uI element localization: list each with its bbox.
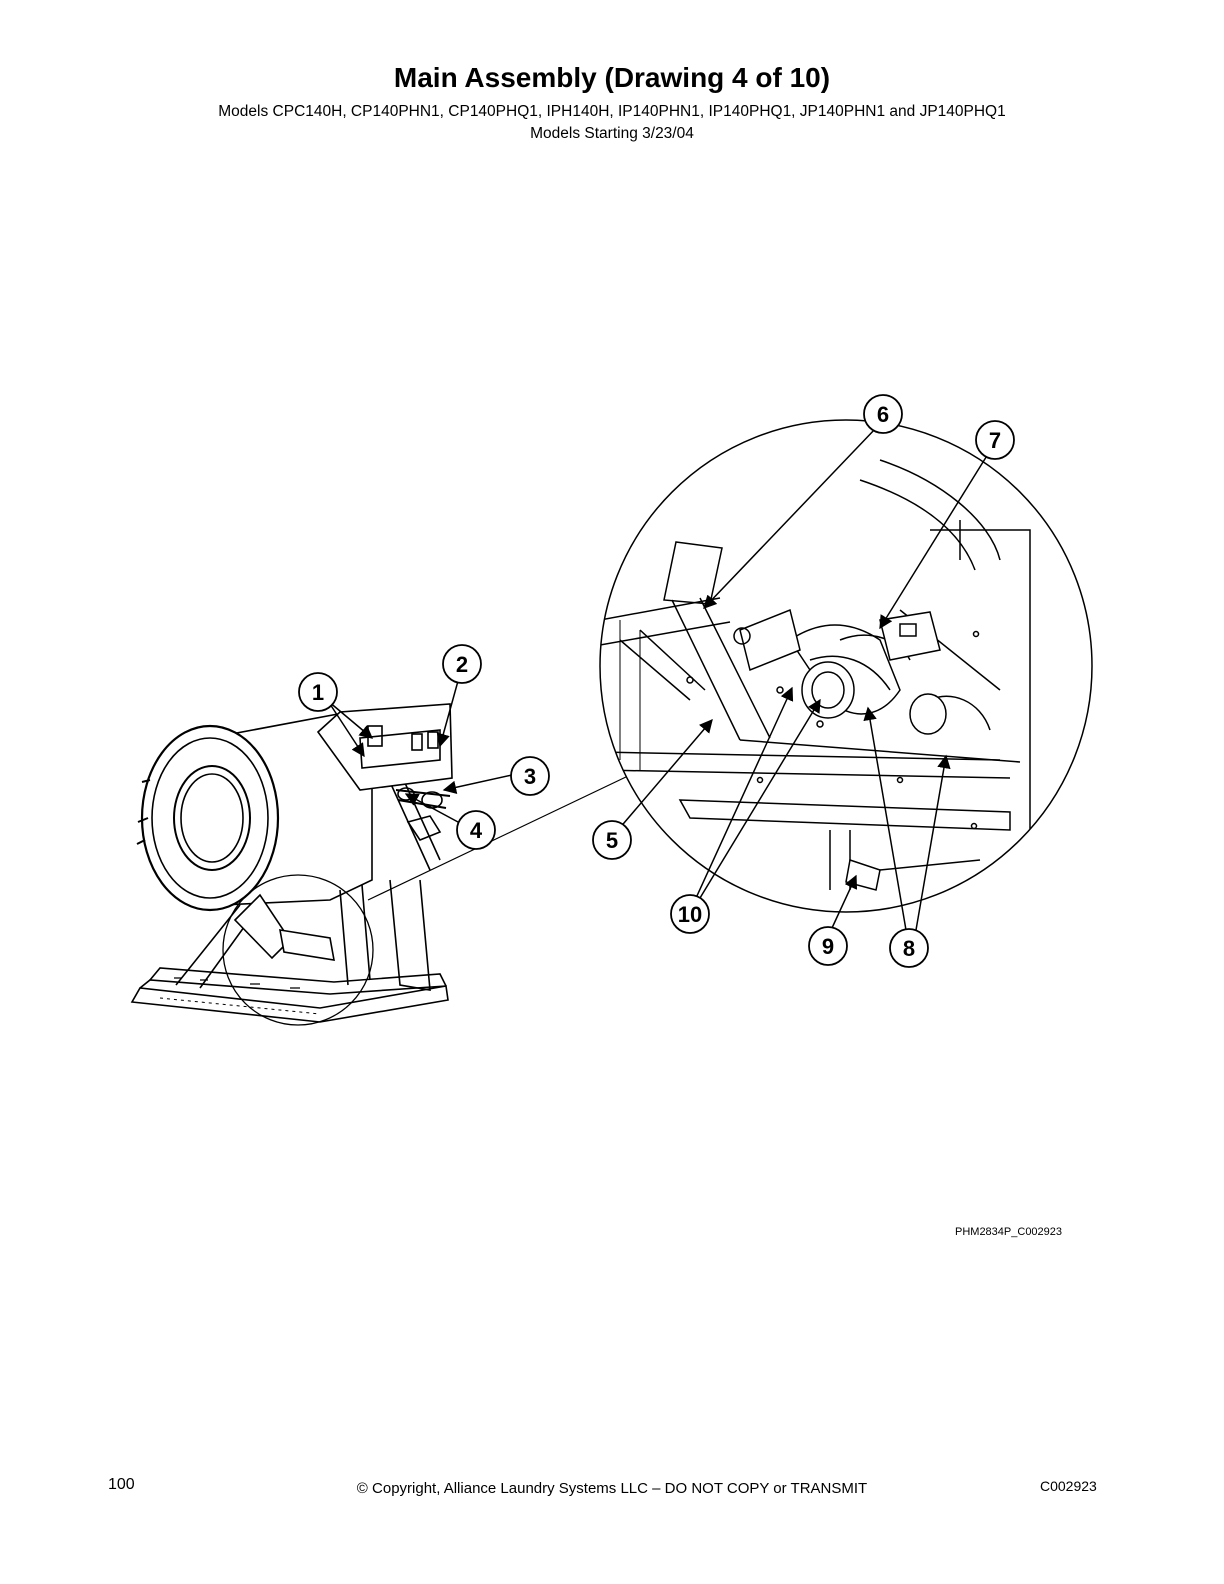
svg-text:10: 10 <box>678 902 702 927</box>
callout-2: 2 <box>442 644 482 684</box>
callout-3: 3 <box>510 756 550 796</box>
detail-leader-line <box>367 775 629 901</box>
svg-text:6: 6 <box>877 402 889 427</box>
callout-10: 10 <box>670 894 710 934</box>
callout-1: 1 <box>298 672 338 712</box>
svg-text:7: 7 <box>989 428 1001 453</box>
page-number: 100 <box>108 1476 135 1493</box>
page-title: Main Assembly (Drawing 4 of 10) <box>393 62 831 93</box>
callout-4: 4 <box>456 810 496 850</box>
svg-text:8: 8 <box>903 936 915 961</box>
callout-8: 8 <box>889 928 929 968</box>
svg-text:3: 3 <box>524 764 536 789</box>
callout-9: 9 <box>808 926 848 966</box>
callout-5: 5 <box>592 820 632 860</box>
svg-text:2: 2 <box>456 652 468 677</box>
callout-leaders <box>327 427 989 931</box>
models-subtitle: Models CPC140H, CP140PHN1, CP140PHQ1, IP… <box>218 103 1006 120</box>
figure-reference: PHM2834P_C002923 <box>955 1226 1063 1238</box>
machine-illustration <box>130 703 453 1023</box>
svg-text:5: 5 <box>606 828 618 853</box>
models-start-date: Models Starting 3/23/04 <box>530 125 694 142</box>
svg-text:4: 4 <box>470 818 483 843</box>
copyright-notice: © Copyright, Alliance Laundry Systems LL… <box>356 1480 868 1497</box>
svg-text:1: 1 <box>312 680 324 705</box>
callout-7: 7 <box>975 420 1015 460</box>
document-code: C002923 <box>1040 1478 1097 1494</box>
enlarged-detail-view <box>599 419 1093 913</box>
callout-6: 6 <box>863 394 903 434</box>
svg-text:9: 9 <box>822 934 834 959</box>
detail-indicator-circle <box>222 874 374 1026</box>
